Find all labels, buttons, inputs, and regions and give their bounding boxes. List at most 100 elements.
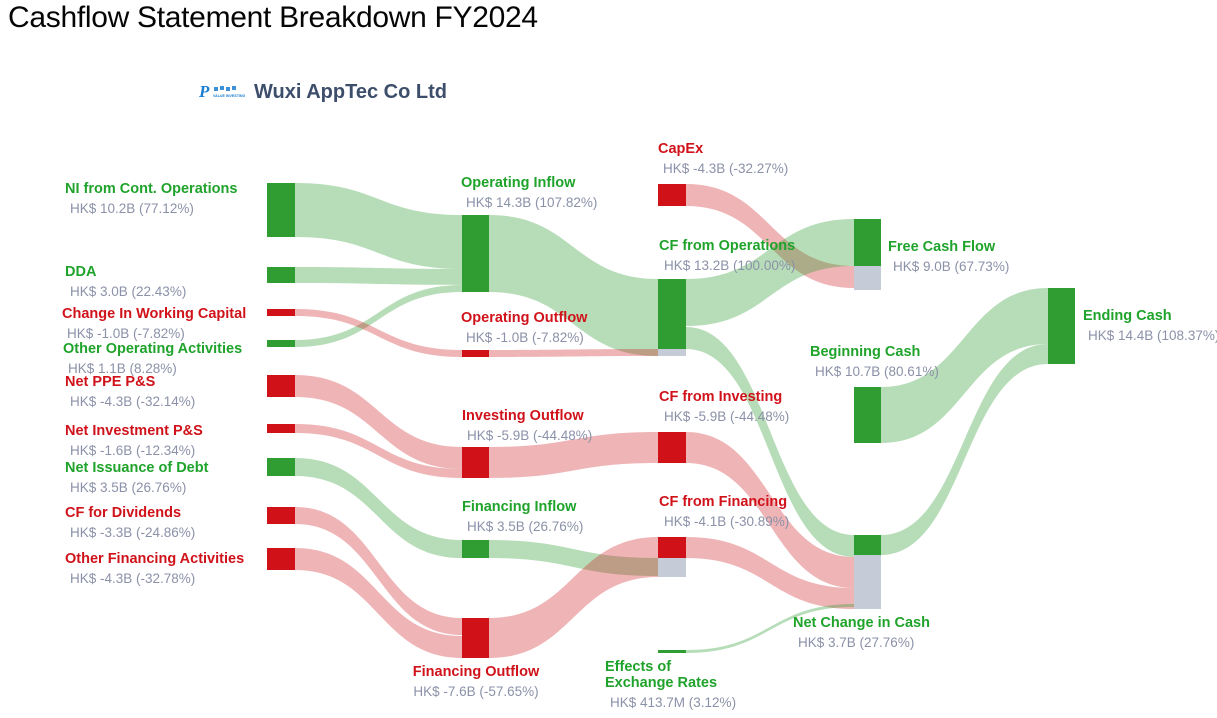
label-begin-value: HK$ 10.7B (80.61%) — [815, 364, 939, 379]
node-finout[interactable] — [462, 618, 489, 658]
label-nppe: Net PPE P&S HK$ -4.3B (-32.14%) — [65, 374, 195, 409]
node-ninv[interactable] — [267, 424, 295, 433]
label-finout-value: HK$ -7.6B (-57.65%) — [413, 684, 539, 699]
node-capex[interactable] — [658, 184, 686, 206]
node-nppe[interactable] — [267, 375, 295, 397]
label-capex-name: CapEx — [658, 141, 704, 157]
flow-cff-to-netchg — [686, 537, 854, 609]
flow-dda-to-opin — [295, 267, 462, 285]
flow-begin-to-end — [881, 288, 1048, 443]
label-netchg-name: Net Change in Cash — [793, 615, 930, 631]
label-ni-value: HK$ 10.2B (77.12%) — [70, 201, 194, 216]
node-ni[interactable] — [267, 183, 295, 237]
label-opin-name: Operating Inflow — [461, 175, 576, 191]
provider-logo-icon: P VALUE INVESTING — [199, 82, 245, 101]
node-invout[interactable] — [462, 447, 489, 478]
node-ofin[interactable] — [267, 548, 295, 570]
node-cwc[interactable] — [267, 309, 295, 316]
flow-ofin-to-finout — [295, 548, 462, 658]
node-cff[interactable] — [658, 537, 686, 558]
node-fx[interactable] — [658, 650, 686, 653]
node-netchg[interactable] — [854, 535, 881, 555]
node-netchg-offset-segment[interactable] — [854, 555, 881, 609]
node-cff-offset-segment[interactable] — [658, 558, 686, 577]
label-begin-name: Beginning Cash — [810, 344, 921, 360]
label-opin-value: HK$ 14.3B (107.82%) — [466, 195, 598, 210]
flow-ooa-to-opin — [295, 285, 462, 347]
node-fcf[interactable] — [854, 219, 881, 266]
node-cfo-offset-segment[interactable] — [658, 349, 686, 356]
label-cfi-name: CF from Investing — [659, 389, 783, 405]
label-dda-value: HK$ 3.0B (22.43%) — [70, 284, 187, 299]
label-cfdiv-value: HK$ -3.3B (-24.86%) — [70, 525, 196, 540]
label-cfdiv-name: CF for Dividends — [65, 505, 182, 521]
flow-ndebt-to-finin — [295, 458, 462, 558]
label-finin-value: HK$ 3.5B (26.76%) — [467, 519, 584, 534]
label-ninv-name: Net Investment P&S — [65, 423, 203, 439]
flow-ni-to-opin — [295, 183, 462, 269]
node-dda[interactable] — [267, 267, 295, 283]
node-finin[interactable] — [462, 540, 489, 558]
node-opin[interactable] — [462, 215, 489, 292]
label-fx-name: Effects of Exchange Rates — [605, 659, 718, 691]
node-cfo[interactable] — [658, 279, 686, 349]
flow-cfo-to-fcf — [686, 219, 854, 326]
flow-capex-to-fcf — [686, 184, 854, 288]
flow-opout-to-cfo — [489, 349, 658, 357]
node-cfdiv[interactable] — [267, 507, 295, 524]
label-cwc-value: HK$ -1.0B (-7.82%) — [67, 326, 185, 341]
flow-ninv-to-invout — [295, 424, 462, 478]
label-finout-name: Financing Outflow — [412, 664, 540, 680]
node-end[interactable] — [1048, 288, 1075, 364]
flow-nppe-to-invout — [295, 375, 462, 469]
label-opout-value: HK$ -1.0B (-7.82%) — [466, 330, 584, 345]
label-cff-name: CF from Financing — [659, 494, 788, 510]
label-fcf-name: Free Cash Flow — [888, 239, 996, 255]
label-cwc-name: Change In Working Capital — [62, 306, 247, 322]
label-opout-name: Operating Outflow — [461, 310, 588, 326]
node-opout[interactable] — [462, 350, 489, 357]
label-nppe-name: Net PPE P&S — [65, 374, 156, 390]
svg-text:P: P — [199, 82, 210, 101]
label-ooa-name: Other Operating Activities — [63, 341, 243, 357]
label-nppe-value: HK$ -4.3B (-32.14%) — [70, 394, 196, 409]
label-ninv-value: HK$ -1.6B (-12.34%) — [70, 443, 196, 458]
flow-fx-to-netchg — [686, 604, 854, 653]
label-ninv: Net Investment P&S HK$ -1.6B (-12.34%) — [65, 423, 203, 458]
node-begin[interactable] — [854, 387, 881, 443]
label-invout-name: Investing Outflow — [462, 408, 584, 424]
node-ndebt[interactable] — [267, 458, 295, 476]
company-name: Wuxi AppTec Co Ltd — [254, 80, 447, 103]
node-ooa[interactable] — [267, 340, 295, 347]
label-end-name: Ending Cash — [1083, 308, 1172, 324]
flow-opin-to-cfo — [489, 215, 658, 356]
node-fcf-offset-segment[interactable] — [854, 266, 881, 290]
label-cfo-value: HK$ 13.2B (100.00%) — [664, 258, 796, 273]
flow-cfdiv-to-finout — [295, 507, 462, 635]
label-cfo-name: CF from Operations — [659, 238, 796, 254]
flow-finout-to-cff — [489, 537, 658, 658]
node-cfi[interactable] — [658, 432, 686, 463]
label-finin-name: Financing Inflow — [462, 499, 577, 515]
label-ndebt-value: HK$ 3.5B (26.76%) — [70, 480, 187, 495]
page-title: Cashflow Statement Breakdown FY2024 — [8, 1, 538, 34]
label-ofin-name: Other Financing Activities — [65, 551, 245, 567]
flow-finin-to-cff — [489, 540, 658, 576]
label-capex-value: HK$ -4.3B (-32.27%) — [663, 161, 789, 176]
flow-netchg-to-end — [881, 344, 1048, 555]
label-netchg-value: HK$ 3.7B (27.76%) — [798, 635, 915, 650]
